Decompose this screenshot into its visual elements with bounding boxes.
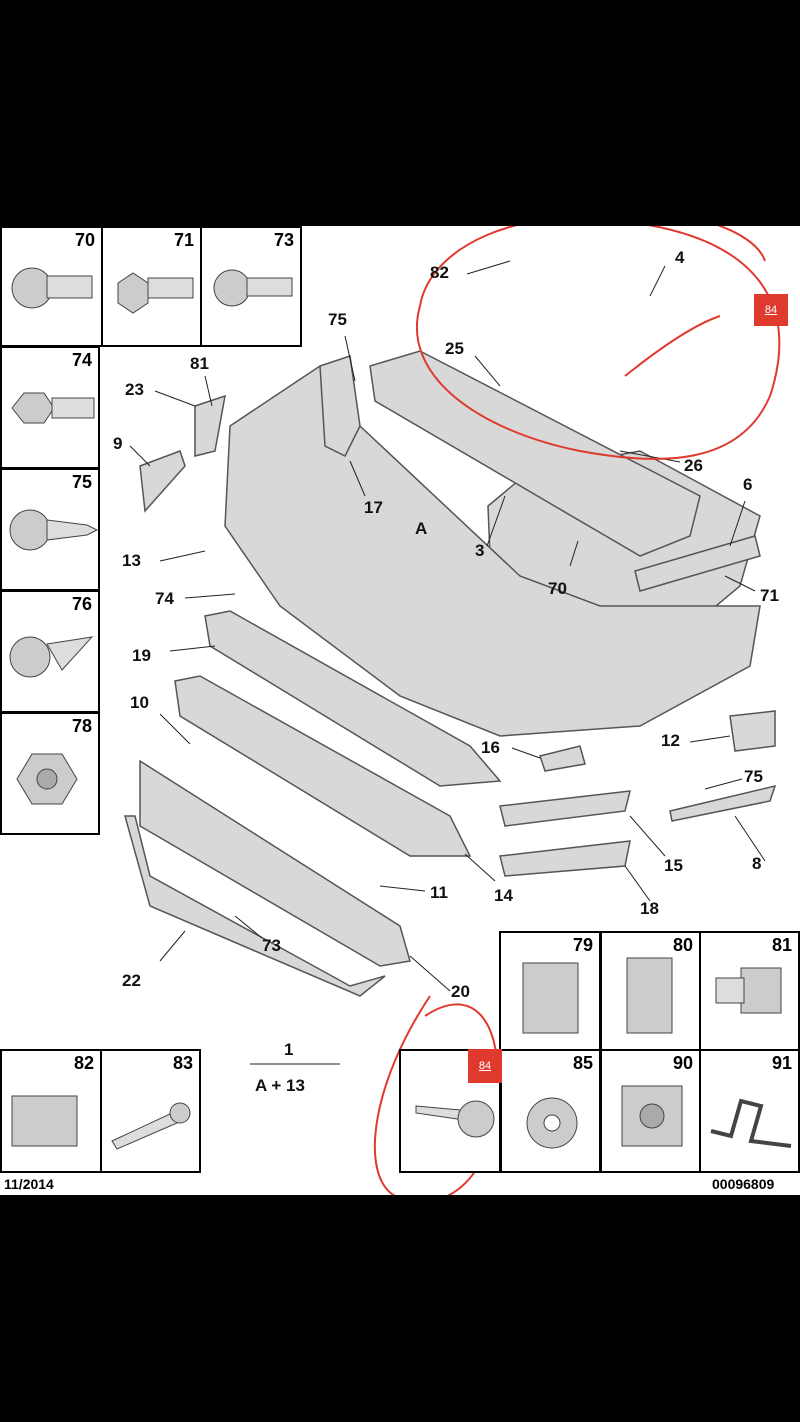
callout-23: 23 — [125, 380, 144, 399]
callout-9: 9 — [113, 434, 123, 453]
callout-17: 17 — [364, 498, 383, 517]
bumper-exploded-illustration — [124, 226, 781, 1195]
part-number: 78 — [71, 716, 92, 736]
part-box-81: 81 — [699, 931, 800, 1051]
star-washer-icon — [526, 1097, 578, 1149]
callout-71: 71 — [760, 586, 779, 605]
part-number: 79 — [572, 935, 593, 955]
part-number: 83 — [172, 1053, 193, 1073]
callout-25: 25 — [445, 339, 464, 358]
part-box-91: 91 — [699, 1049, 800, 1173]
callout-16: 16 — [481, 738, 500, 757]
callout-70: 70 — [548, 579, 567, 598]
part-number: 80 — [672, 935, 693, 955]
part-box-79: 79 — [499, 931, 601, 1051]
clip-icon — [522, 962, 579, 1034]
callout-A-plus-13: A + 13 — [255, 1076, 305, 1095]
part-number: 85 — [572, 1053, 593, 1073]
cage-nut-icon — [621, 1085, 683, 1147]
part-box-80: 80 — [600, 931, 701, 1051]
blind-rivet-icon — [111, 1102, 191, 1150]
callout-1: 1 — [284, 1040, 294, 1059]
part-number: 91 — [771, 1053, 792, 1073]
part-box-74: 74 — [0, 346, 100, 469]
part-number: 71 — [173, 230, 194, 250]
callout-81: 81 — [190, 354, 209, 373]
part-number: 75 — [71, 472, 92, 492]
nut-icon — [16, 753, 78, 805]
part-number: 82 — [73, 1053, 94, 1073]
part-box-82: 82 — [0, 1049, 102, 1173]
callout-8: 8 — [752, 854, 762, 873]
callout-15: 15 — [664, 856, 683, 875]
part-number: 70 — [74, 230, 95, 250]
screw-icon — [9, 509, 99, 551]
screw-icon — [11, 267, 93, 309]
part-number: 90 — [672, 1053, 693, 1073]
callout-A: A — [415, 519, 428, 538]
part-box-78: 78 — [0, 712, 100, 835]
part-number: 76 — [71, 594, 92, 614]
callout-26: 26 — [684, 456, 703, 475]
clip-icon — [11, 1095, 78, 1147]
callout-82: 82 — [430, 263, 449, 282]
screw-icon — [213, 269, 293, 307]
footer-code: 00096809 — [712, 1176, 775, 1192]
callout-74: 74 — [155, 589, 174, 608]
part-box-90: 90 — [600, 1049, 701, 1173]
bolt-icon — [11, 392, 95, 424]
screw-icon — [9, 636, 94, 678]
part-box-75: 75 — [0, 468, 100, 591]
callout-13: 13 — [122, 551, 141, 570]
push-rivet-icon — [715, 967, 782, 1014]
callout-22: 22 — [122, 971, 141, 990]
part-box-85: 85 — [500, 1049, 601, 1173]
wire-clip-icon — [710, 1098, 792, 1148]
part-number: 73 — [273, 230, 294, 250]
diagram-sheet: 70 71 73 74 75 76 — [0, 226, 800, 1195]
callout-18: 18 — [640, 899, 659, 918]
callout-3: 3 — [475, 541, 485, 560]
callout-19: 19 — [132, 646, 151, 665]
highlight-tag-bottom: 84 — [468, 1049, 502, 1083]
callout-14: 14 — [494, 886, 513, 905]
part-box-83: 83 — [100, 1049, 201, 1173]
bolt-icon — [117, 272, 194, 314]
callout-20: 20 — [451, 982, 470, 1001]
footer-date: 11/2014 — [4, 1176, 54, 1192]
clip-nut-icon — [626, 957, 673, 1034]
callout-4: 4 — [675, 248, 685, 267]
callout-6: 6 — [743, 475, 753, 494]
callout-75-right: 75 — [744, 767, 763, 786]
part-box-76: 76 — [0, 590, 100, 713]
highlight-tag-top: 84 — [754, 294, 788, 326]
part-box-71: 71 — [101, 226, 202, 347]
callout-12: 12 — [661, 731, 680, 750]
callout-11: 11 — [430, 883, 448, 902]
callout-73: 73 — [262, 936, 281, 955]
push-pin-icon — [415, 1100, 495, 1138]
part-number: 74 — [71, 350, 92, 370]
part-box-73: 73 — [200, 226, 302, 347]
part-number: 81 — [771, 935, 792, 955]
part-box-70: 70 — [0, 226, 103, 347]
callout-75-top: 75 — [328, 310, 347, 329]
callout-10: 10 — [130, 693, 149, 712]
